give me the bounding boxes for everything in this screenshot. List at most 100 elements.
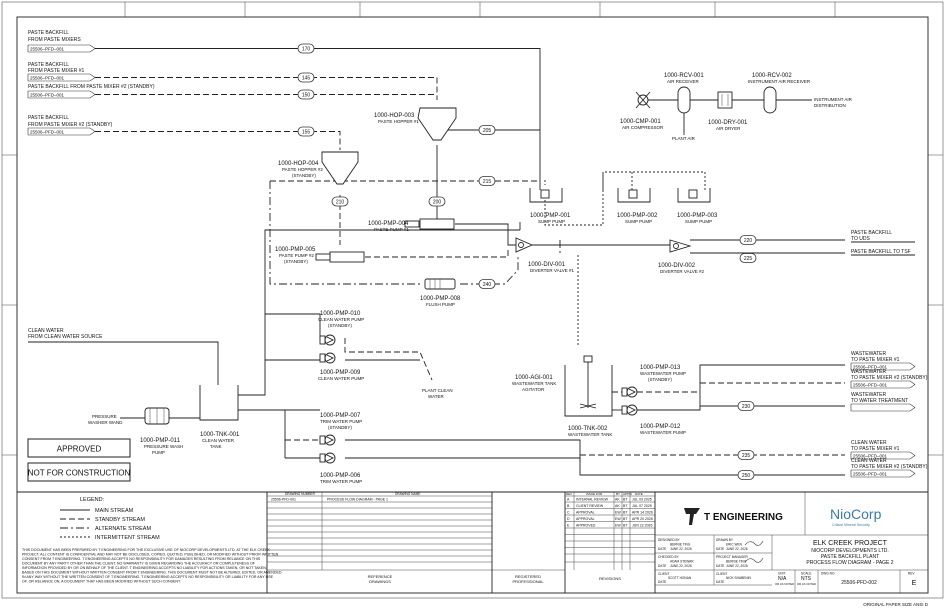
- project-title: ELK CREEK PROJECT NIOCORP DEVELOPMENTS L…: [806, 540, 893, 566]
- offpage-connector: [27, 90, 96, 99]
- signature: [744, 540, 764, 546]
- sump-pit: [677, 188, 711, 203]
- stream-210: 210: [331, 196, 349, 207]
- disclaimer-line: BASED ON THIS DOCUMENT WITHOUT WRITTEN C…: [22, 571, 282, 575]
- unit-label: UNIT: [778, 572, 785, 576]
- output-cw-mixer1: CLEAN WATER TO PASTE MIXER #1 25506–PFD–…: [850, 440, 916, 460]
- ref-col-header: DRAWING NUMBER: [285, 492, 316, 496]
- signoff-date: JUNE 22, 2026: [670, 564, 692, 568]
- disclaimer-line: PROJECT. ALL CONTENT IS CONFIDENTIAL AND…: [22, 553, 279, 557]
- equipment-name: PASTE PUMP #1: [374, 227, 409, 232]
- line-155: [95, 131, 341, 150]
- equipment-tag: 1000-PMP-010: [320, 311, 361, 317]
- output-label: TO PASTE MIXER #1: [851, 446, 900, 452]
- offpage-connector: [850, 362, 916, 371]
- output-ww-treatment: WASTEWATER TO WATER TREATMENT: [850, 392, 916, 412]
- connector-ref: 25506–PFD–001: [853, 472, 888, 477]
- niocorp-tagline: Critical Mineral Security: [832, 523, 870, 527]
- equipment-name: PRESSURE WASH: [144, 444, 183, 449]
- equipment-name: PASTE HOPPER #2: [282, 167, 323, 172]
- dwg-number: 25506-PFD-002: [841, 580, 877, 586]
- air-receiver-001: 1000-RCV-001 AIR RECEIVER: [664, 73, 704, 114]
- instrument-air-label: DISTRIBUTION: [814, 103, 846, 108]
- stream-235: 235: [737, 450, 755, 460]
- receiver-vessel: [763, 86, 777, 114]
- stream-number: 200: [433, 200, 442, 206]
- equipment-tag: 1000-RCV-002: [752, 73, 792, 79]
- output-label: CLEAN WATER: [851, 458, 887, 464]
- rev-header: BY: [616, 492, 620, 496]
- signoff-label: DATE: [658, 580, 666, 584]
- drawing-number-block: UNIT N/A OR AS NOTED SCALE NTS OR AS NOT…: [775, 570, 917, 593]
- air-system: 1000-CMP-001 AIR COMPRESSOR 1000-RCV-001…: [620, 73, 853, 141]
- reference-drawings-table: DRAWING NUMBER DRAWING NAME 25506-PFD-00…: [267, 492, 565, 584]
- scale-label: SCALE: [801, 572, 811, 576]
- signoff-name: BERNIE TING: [726, 560, 747, 564]
- equipment-tag: 1000-PMP-002: [617, 213, 658, 219]
- plant-clean-water: PLANT CLEAN WATER: [422, 388, 453, 399]
- sheet-outer-border: [1, 1, 944, 599]
- stream-150: 150: [297, 89, 315, 100]
- line-pump2-out: [365, 247, 509, 258]
- receiver-vessel: [677, 86, 691, 114]
- equipment-tag: 1000-PMP-007: [320, 413, 361, 419]
- equipment-tag: 1000-PMP-008: [420, 296, 461, 302]
- stream-145: 145: [297, 72, 315, 83]
- equipment-name: PASTE PUMP #2: [279, 253, 314, 258]
- output-label: TO UDS: [851, 236, 870, 242]
- equipment-name: DIVERTER VALVE #1: [530, 268, 575, 273]
- paste-pump-004: 1000-PMP-004 PASTE PUMP #1: [368, 218, 455, 232]
- rev-cell: E: [567, 524, 570, 528]
- pressure-wash-pump-011: 1000-PMP-011 PRESSURE WASH PUMP: [140, 407, 183, 455]
- equipment-name: CLEAN WATER: [202, 438, 235, 443]
- paste-pump-005: 1000-PMP-005 PASTE PUMP #2 (STANDBY): [275, 247, 365, 264]
- output-uds: PASTE BACKFILL TO UDS: [851, 230, 915, 243]
- plant-name: PASTE BACKFILL PLANT: [821, 554, 879, 560]
- niocorp-wordmark: NioCorp: [830, 506, 882, 522]
- input-paste-mixer-2-standby-b: PASTE BACKFILL FROM PASTE MIXER #2 (STAN…: [27, 115, 113, 136]
- scale-value: NTS: [801, 576, 812, 582]
- plant-clean-water-label: PLANT CLEAN: [422, 388, 453, 393]
- equipment-tag: 1000-HOP-003: [374, 113, 415, 119]
- offpage-connector: [27, 44, 96, 53]
- input-label: FROM PASTE MIXER #2 (STANDBY): [28, 122, 113, 128]
- equipment-name: TRIM WATER PUMP: [320, 479, 362, 484]
- dryer-vessel: [717, 91, 733, 109]
- rev-cell: AK: [615, 504, 620, 508]
- equipment-name: SUMP PUMP: [625, 219, 652, 224]
- wastewater-agitator-001: 1000-AGI-001 WASTEWATER TANK AGITATOR: [512, 375, 556, 392]
- wastewater-pump-012: 1000-PMP-012 WASTEWATER PUMP: [621, 404, 686, 435]
- rev-row: B CLIENT REVIEW AK BT JUL 07 2025: [567, 504, 652, 508]
- equipment-tag: 1000-PMP-006: [320, 473, 361, 479]
- tank-shape: [564, 365, 613, 417]
- revisions-table: REV ISSUE FOR BY APP'D DATE A INTERNAL R…: [565, 492, 655, 581]
- trim-water-pump-006: 1000-PMP-006 TRIM WATER PUMP: [319, 452, 362, 484]
- legend-title: LEGEND:: [80, 497, 105, 503]
- equipment-name: (STANDBY): [648, 377, 672, 382]
- signoff-label: DATE: [658, 564, 666, 568]
- disclaimer-line: DOCUMENT BY ANY PARTY OTHER THAN THE CLI…: [22, 562, 256, 566]
- stream-number: 150: [302, 93, 311, 99]
- rev-cell: JUL 03 2025: [632, 498, 652, 502]
- air-dryer-001: 1000-DRY-001 AIR DRYER: [708, 91, 748, 131]
- rev-cell: EW: [615, 511, 621, 515]
- equipment-name: WASTEWATER PUMP: [640, 371, 686, 376]
- connector-ref: 25506–PFD–001: [853, 454, 888, 459]
- registered-label: REGISTERED: [515, 574, 541, 579]
- signoff-label: DATE: [716, 564, 724, 568]
- rev-row: A INTERNAL REVIEW AK BT JUL 03 2025: [567, 498, 652, 502]
- hopper-003: 1000-HOP-003 PASTE HOPPER #1: [374, 107, 457, 141]
- equipment-name: AGITATOR: [522, 387, 545, 392]
- line-pump1-out: [455, 223, 518, 246]
- drawing-title: PROCESS FLOW DIAGRAM - PAGE 2: [806, 560, 893, 566]
- stream-number: 170: [302, 47, 311, 53]
- line-sump-header: [602, 171, 706, 190]
- input-label: PASTE BACKFILL: [28, 30, 69, 36]
- plant-air-label: PLANT AIR: [672, 136, 696, 141]
- line-145: [95, 77, 438, 100]
- input-label: FROM PASTE MIXERS: [28, 37, 81, 43]
- equipment-tag: 1000-DIV-001: [528, 262, 566, 268]
- pressure-washer-wand: PRESSURE WASHER WAND: [88, 414, 200, 425]
- equipment-name: (STANDBY): [328, 323, 352, 328]
- input-label: PASTE BACKFILL: [28, 62, 69, 68]
